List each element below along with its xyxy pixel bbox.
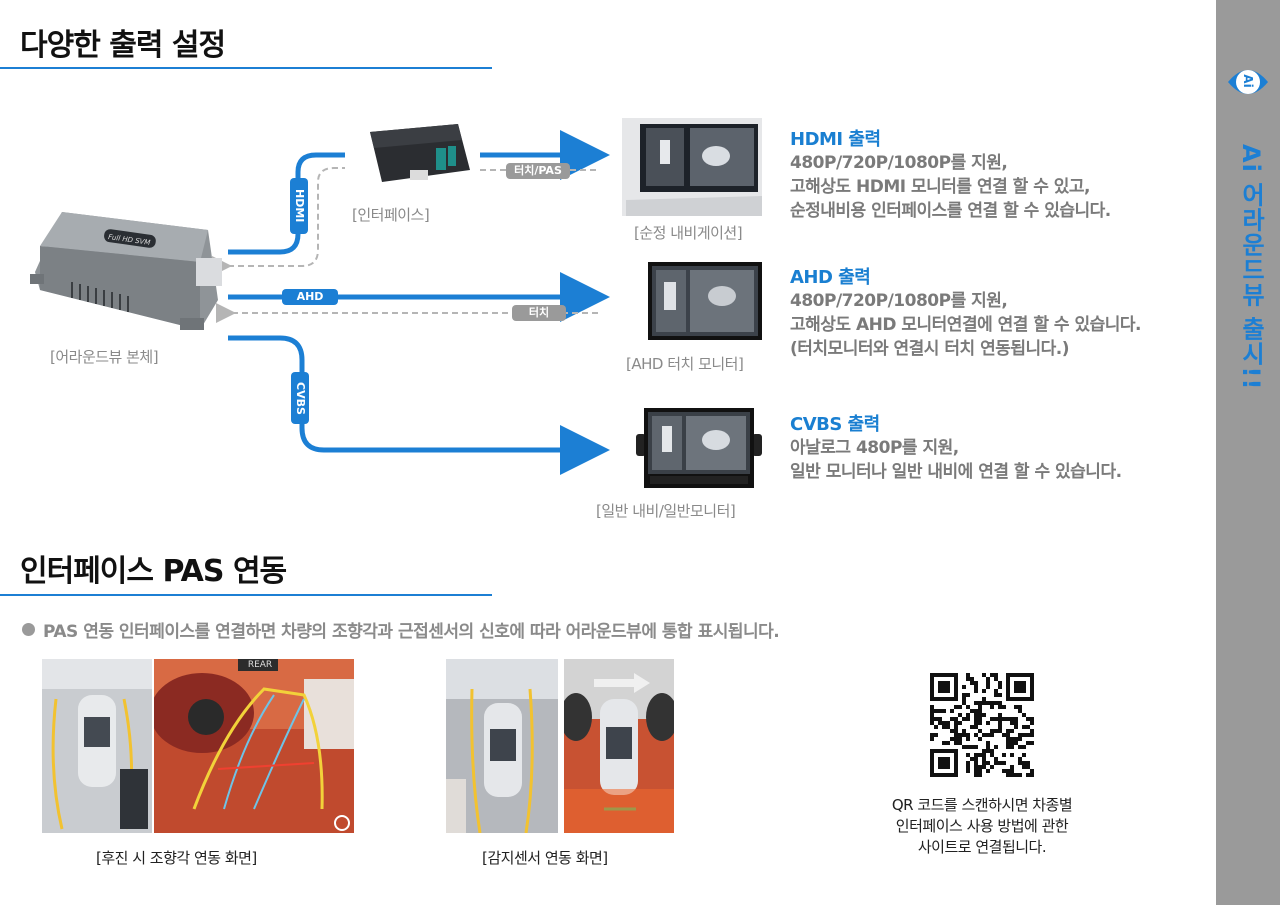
pas-description: PAS 연동 인터페이스를 연결하면 차량의 조향각과 근접센서의 신호에 따라… — [43, 622, 780, 642]
cvbs-output-block: CVBS 출력 아날로그 480P를 지원, 일반 모니터나 일반 내비에 연결… — [790, 410, 1122, 484]
right-sidebar: Ai Ai 어라운드뷰 출시!! — [1216, 0, 1280, 905]
steering-caption: [후진 시 조향각 연동 화면] — [96, 849, 257, 867]
sensor-caption: [감지센서 연동 화면] — [482, 849, 608, 867]
qr-line: QR 코드를 스캔하시면 차종별 — [891, 796, 1073, 814]
general-monitor-caption: [일반 내비/일반모니터] — [596, 502, 736, 520]
hdmi-output-line: 순정내비용 인터페이스를 연결 할 수 있습니다. — [790, 201, 1111, 221]
oem-nav-caption: [순정 내비게이션] — [634, 224, 743, 242]
cvbs-output-line: 아날로그 480P를 지원, — [790, 438, 959, 458]
hdmi-output-line: 480P/720P/1080P를 지원, — [790, 153, 1008, 173]
bullet-dot-icon — [22, 623, 35, 636]
sensor-camera-image — [564, 659, 674, 833]
hdmi-output-line: 고해상도 HDMI 모니터를 연결 할 수 있고, — [790, 177, 1091, 197]
pas-bullet: PAS 연동 인터페이스를 연결하면 차량의 조향각과 근접센서의 신호에 따라… — [22, 617, 780, 642]
hdmi-connector-label: HDMI — [290, 178, 308, 234]
section-divider — [0, 67, 492, 69]
ai-logo-text: Ai — [1241, 74, 1255, 88]
touch-pas-connector-label: 터치/PAS — [506, 163, 570, 179]
cvbs-line — [228, 335, 610, 475]
qr-line: 사이트로 연결됩니다. — [917, 838, 1047, 856]
ahd-output-block: AHD 출력 480P/720P/1080P를 지원, 고해상도 AHD 모니터… — [790, 263, 1141, 361]
ahd-output-line: 고해상도 AHD 모니터연결에 연결 할 수 있습니다. — [790, 315, 1141, 335]
qr-line: 인터페이스 사용 방법에 관한 — [895, 817, 1069, 835]
qr-description: QR 코드를 스캔하시면 차종별 인터페이스 사용 방법에 관한 사이트로 연결… — [870, 795, 1094, 858]
section-title-output: 다양한 출력 설정 — [20, 28, 226, 63]
qr-code-image[interactable] — [930, 673, 1034, 777]
oem-nav-device — [622, 118, 762, 216]
ahd-monitor-caption: [AHD 터치 모니터] — [626, 355, 744, 373]
ahd-output-title: AHD 출력 — [790, 267, 871, 288]
sensor-surround-image — [446, 659, 558, 833]
rear-label: REAR — [247, 660, 273, 670]
ahd-connector-label: AHD — [282, 289, 338, 305]
cvbs-output-title: CVBS 출력 — [790, 414, 880, 435]
connection-diagram — [30, 118, 762, 488]
section-divider — [0, 594, 492, 596]
surround-view-image — [42, 659, 152, 833]
interface-caption: [인터페이스] — [352, 206, 430, 224]
ahd-output-line: 480P/720P/1080P를 지원, — [790, 291, 1008, 311]
ai-logo-icon: Ai — [1226, 60, 1270, 104]
rear-camera-image: REAR — [154, 659, 354, 833]
touch-connector-label: 터치 — [512, 305, 566, 321]
ahd-output-line: (터치모니터와 연결시 터치 연동됩니다.) — [790, 339, 1069, 359]
hdmi-return-line — [212, 167, 345, 276]
cvbs-output-line: 일반 모니터나 일반 내비에 연결 할 수 있습니다. — [790, 462, 1122, 482]
main-unit-caption: [어라운드뷰 본체] — [50, 348, 159, 366]
ahd-monitor-device — [648, 262, 762, 340]
hdmi-output-title: HDMI 출력 — [790, 129, 881, 150]
cvbs-connector-label: CVBS — [291, 372, 309, 424]
main-unit-device — [30, 212, 222, 330]
general-monitor-device — [636, 408, 762, 488]
section-title-pas: 인터페이스 PAS 연동 — [20, 554, 287, 589]
sidebar-title: Ai 어라운드뷰 출시!! — [1237, 144, 1265, 391]
interface-device — [370, 124, 470, 182]
hdmi-output-block: HDMI 출력 480P/720P/1080P를 지원, 고해상도 HDMI 모… — [790, 125, 1111, 223]
